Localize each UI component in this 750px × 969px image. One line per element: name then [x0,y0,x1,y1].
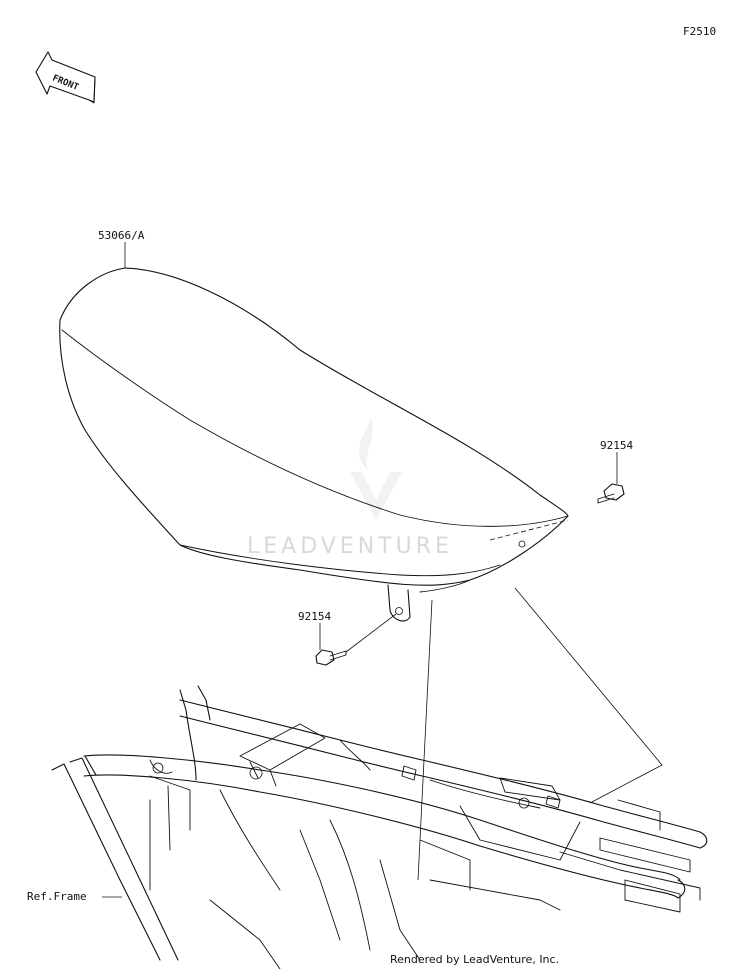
figure-code: F2510 [683,25,717,38]
seat-part [59,267,569,622]
watermark-text: LEADVENTURE [247,534,453,559]
bolt-icon [597,483,625,504]
leader-lines [102,242,663,898]
part-label-seat: 53066/A [98,229,145,242]
bolt-icon [315,649,347,666]
front-arrow-icon: FRONT [35,51,96,104]
watermark-logo [350,418,402,520]
footer-credit: Rendered by LeadVenture, Inc. [390,953,560,966]
frame-part [51,685,708,969]
part-label-bolt-right: 92154 [600,439,634,452]
part-label-bolt-left: 92154 [298,610,332,623]
ref-frame-label: Ref.Frame [27,890,87,903]
